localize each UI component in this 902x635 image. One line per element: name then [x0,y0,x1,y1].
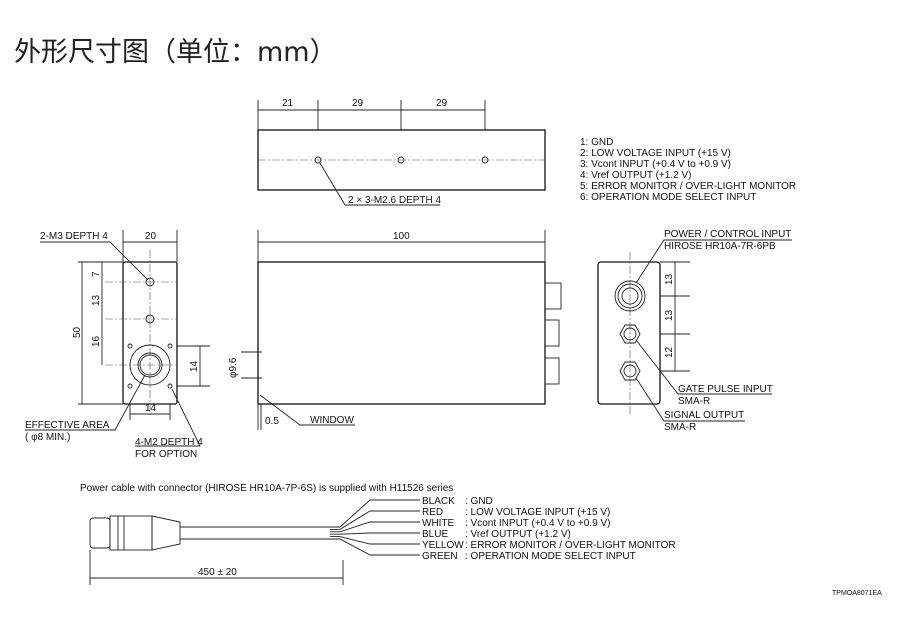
power-cable: Power cable with connector (HIROSE HR10A… [80,483,676,585]
wire-color-blue: BLUE [422,529,448,540]
wire-black [330,499,420,528]
front-view: 20 2-M3 DEPTH 4 50 7 13 16 14 14 EFFECTI… [25,230,210,460]
pin-3: 3: Vcont INPUT (+0.4 V to +0.9 V) [580,159,731,170]
cable-caption: Power cable with connector (HIROSE HR10A… [80,483,453,494]
dim-length: 100 [393,231,410,242]
pin-1: 1: GND [580,137,613,148]
rear-view: 13 13 12 POWER / CONTROL INPUT HIROSE HR… [597,229,792,433]
dim-7: 7 [91,271,102,277]
wire-green [330,538,420,556]
drawing-code: TPMOA8071EA [832,590,882,597]
pin-4: 4: Vref OUTPUT (+1.2 V) [580,170,691,181]
effective-area-label: EFFECTIVE AREA [25,420,110,431]
wire-color-green: GREEN [422,551,458,562]
pin-2: 2: LOW VOLTAGE INPUT (+15 V) [580,148,731,159]
effective-area-sub: ( φ8 MIN.) [25,432,70,443]
top-view: 21 29 29 2 × 3-M2.6 DEPTH 4 [257,98,546,206]
dim-16: 16 [91,335,102,347]
wire-color-black: BLACK [422,496,455,507]
window-offset: 0.5 [265,416,279,427]
dim-rear-2: 13 [664,309,675,321]
wire-desc-black: : GND [465,496,493,507]
power-input-sub: HIROSE HR10A-7R-6PB [664,241,776,252]
pin-list: 1: GND 2: LOW VOLTAGE INPUT (+15 V) 3: V… [580,137,796,203]
option-sub: FOR OPTION [135,449,197,460]
gate-pulse-label: GATE PULSE INPUT [678,384,773,395]
mount-label: 2-M3 DEPTH 4 [40,231,108,242]
dim-rear-3: 12 [664,346,675,358]
wire-desc-blue: : Vref OUTPUT (+1.2 V) [465,529,571,540]
window-label: WINDOW [310,415,354,426]
dim-top-1: 21 [282,98,294,109]
option-label: 4-M2 DEPTH 4 [135,437,203,448]
dim-13: 13 [91,294,102,306]
wire-white [330,521,420,533]
wire-yellow [330,536,420,545]
wire-desc-green: : OPERATION MODE SELECT INPUT [465,551,636,562]
hole-label: 2 × 3-M2.6 DEPTH 4 [348,195,442,206]
gate-pulse-sub: SMA-R [678,396,710,407]
power-input-label: POWER / CONTROL INPUT [664,229,791,240]
dim-top-2: 29 [352,98,364,109]
signal-output-label: SIGNAL OUTPUT [664,410,744,421]
dim-height: 50 [72,326,83,338]
pin-5: 5: ERROR MONITOR / OVER-LIGHT MONITOR [580,181,796,192]
wire-desc-red: : LOW VOLTAGE INPUT (+15 V) [465,507,610,518]
dim-width: 20 [145,231,157,242]
dim-14-vertical: 14 [189,360,200,372]
wire-color-white: WHITE [422,518,455,529]
wire-red [330,510,420,530]
dim-rear-1: 13 [664,273,675,285]
wire-desc-white: : Vcont INPUT (+0.4 V to +0.9 V) [465,518,610,529]
wire-color-red: RED [422,507,443,518]
wire-color-yellow: YELLOW [422,540,464,551]
wire-blue [330,532,420,535]
signal-output-sub: SMA-R [664,422,696,433]
cable-length: 450 ± 20 [198,567,237,578]
wire-desc-yellow: : ERROR MONITOR / OVER-LIGHT MONITOR [465,540,676,551]
dim-14-horizontal: 14 [145,403,157,414]
side-view: 100 φ9.6 0.5 WINDOW [228,230,562,430]
page-title: 外形尺寸图（单位：mm） [14,37,337,68]
window-diameter: φ9.6 [228,357,239,378]
dim-top-3: 29 [436,98,448,109]
pin-6: 6: OPERATION MODE SELECT INPUT [580,192,756,203]
